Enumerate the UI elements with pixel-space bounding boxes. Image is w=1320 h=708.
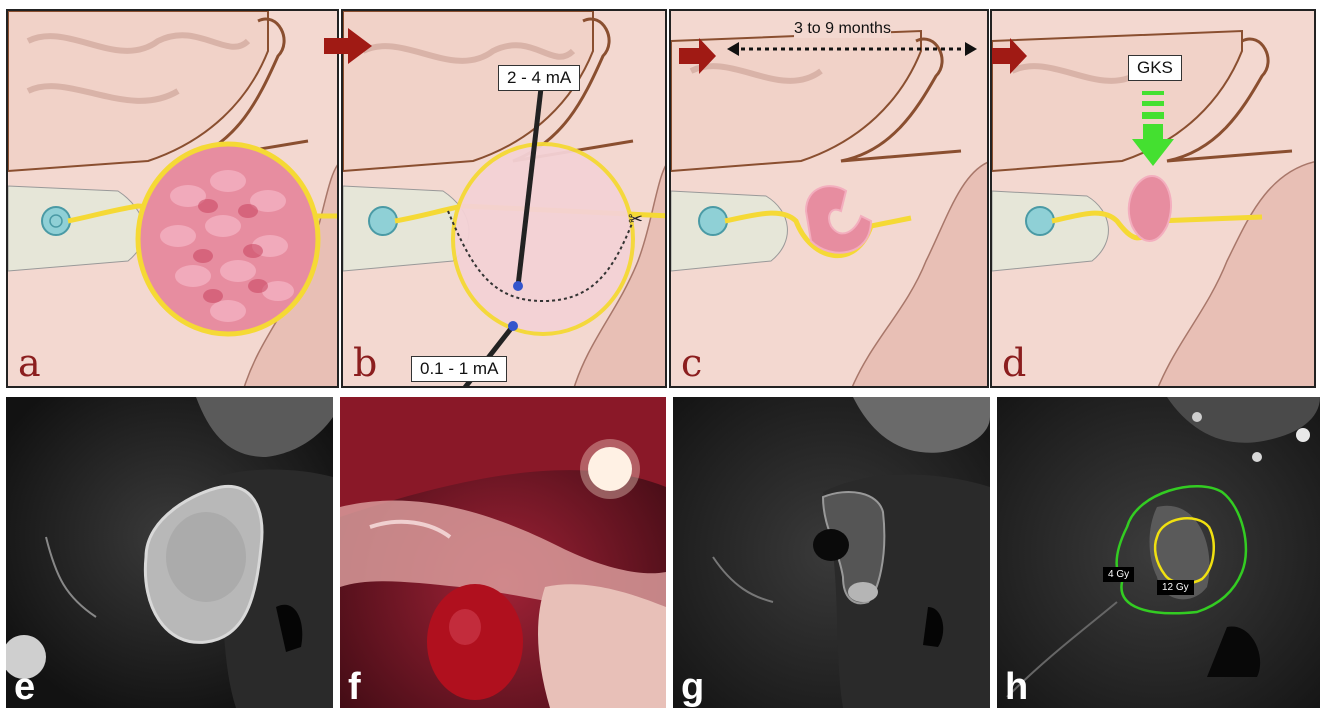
progression-arrow-icon bbox=[322, 28, 376, 64]
panel-c: 3 to 9 months c bbox=[669, 9, 989, 388]
mri-scan-postop bbox=[673, 397, 990, 708]
panel-b-letter: b bbox=[353, 344, 377, 382]
upper-current-label: 2 - 4 mA bbox=[498, 65, 580, 91]
panel-a: a bbox=[6, 9, 339, 388]
tumor-capsule bbox=[453, 144, 633, 334]
cochlea-icon bbox=[42, 207, 70, 235]
panel-h: 4 Gy 12 Gy h bbox=[997, 397, 1320, 708]
panel-a-illustration bbox=[8, 11, 339, 388]
panel-g-letter: g bbox=[681, 668, 704, 706]
panel-a-letter: a bbox=[18, 344, 41, 382]
isodose-4gy-label: 4 Gy bbox=[1103, 567, 1134, 582]
tumor-remnant bbox=[1129, 176, 1171, 241]
panel-d: GKS d bbox=[990, 9, 1316, 388]
cochlea-icon bbox=[369, 207, 397, 235]
panel-g: g bbox=[673, 397, 990, 708]
panel-c-letter: c bbox=[681, 344, 702, 382]
panel-f: f bbox=[340, 397, 666, 708]
intraoperative-photo bbox=[340, 397, 666, 708]
cochlea-icon bbox=[699, 207, 727, 235]
panel-e-letter: e bbox=[14, 668, 35, 706]
mri-scan-preop bbox=[6, 397, 333, 708]
panel-d-letter: d bbox=[1002, 344, 1026, 382]
scissors-icon: ✂ bbox=[628, 209, 643, 229]
panel-f-letter: f bbox=[348, 668, 361, 706]
cochlea-icon bbox=[1026, 207, 1054, 235]
panel-c-illustration bbox=[671, 11, 989, 388]
gks-label: GKS bbox=[1128, 55, 1182, 81]
panel-b: ✂ 2 - 4 mA 0.1 - 1 mA b bbox=[341, 9, 667, 388]
gks-planning-mri bbox=[997, 397, 1320, 708]
panel-h-letter: h bbox=[1005, 668, 1028, 706]
panel-e: e bbox=[6, 397, 333, 708]
isodose-12gy-label: 12 Gy bbox=[1157, 580, 1194, 595]
interval-label: 3 to 9 months bbox=[794, 20, 891, 38]
lower-current-label: 0.1 - 1 mA bbox=[411, 356, 507, 382]
